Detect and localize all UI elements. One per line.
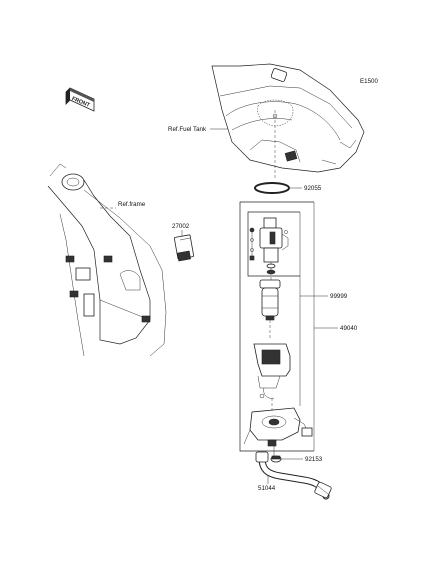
part-label-51044: 51044 xyxy=(258,485,276,492)
fuel-filter xyxy=(253,343,291,410)
front-arrow-icon: FRONT xyxy=(65,87,95,112)
fuel-tank-illustration xyxy=(211,63,365,173)
part-label-49040: 49040 xyxy=(340,325,358,332)
fuel-hose-51044 xyxy=(255,451,332,500)
connector-27002 xyxy=(173,234,195,262)
ref-frame-label: Ref.frame xyxy=(118,201,146,208)
pump-holder xyxy=(249,217,289,280)
frame-illustration xyxy=(47,163,167,357)
ref-fuel-tank-label: Ref.Fuel Tank xyxy=(168,126,207,133)
fuel-pump xyxy=(259,279,281,340)
part-label-99999: 99999 xyxy=(330,293,348,300)
part-label-92153: 92153 xyxy=(305,456,323,463)
diagram-code: E1500 xyxy=(360,78,378,85)
part-label-92055: 92055 xyxy=(304,185,322,192)
pump-base-flange xyxy=(243,407,313,456)
clamp-92153 xyxy=(270,455,282,463)
part-label-27002: 27002 xyxy=(172,223,190,230)
o-ring-92055 xyxy=(254,182,290,194)
